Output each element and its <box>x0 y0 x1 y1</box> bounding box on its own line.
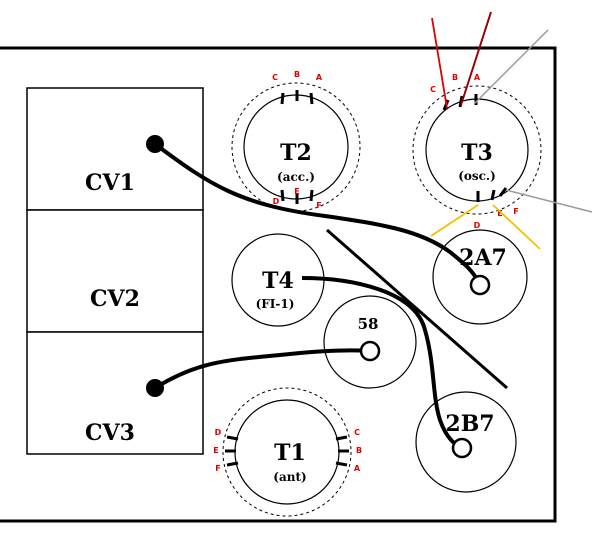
cv3-terminal <box>146 379 164 397</box>
chassis-outline <box>0 46 557 523</box>
t2-pin-e: E <box>294 187 299 196</box>
wire-darkred <box>460 11 492 106</box>
cv2-label: CV2 <box>90 286 140 312</box>
coil-t1: D E F C B A T1 (ant) <box>213 387 362 517</box>
cv3-label: CV3 <box>85 420 135 446</box>
capacitor-gang: CV1 CV2 CV3 <box>26 87 204 455</box>
t1-pin-e: E <box>213 446 218 455</box>
wire-yellow-right <box>492 204 541 250</box>
wire-yellow-left <box>430 204 479 237</box>
coil-t3: C B A D E F T3 (osc.) <box>412 73 542 230</box>
wire-red <box>431 17 448 109</box>
wire-gray-top <box>473 29 549 105</box>
t3-pin-d: D <box>474 221 481 230</box>
t1-sub: (ant) <box>273 470 306 484</box>
t2-name: T2 <box>280 140 312 166</box>
t1-pin-d: D <box>215 428 222 437</box>
shield-divider <box>326 228 508 390</box>
coil-t1-shield <box>222 387 352 517</box>
t1-name: T1 <box>274 440 306 466</box>
t2-pin-c: C <box>272 73 278 82</box>
cv3-section <box>26 331 204 455</box>
t1-pin-f: F <box>215 464 220 473</box>
t3-pin-b: B <box>452 73 458 82</box>
t2-pin-b: B <box>294 70 300 79</box>
coil-t3-shield <box>412 85 542 215</box>
t2-pin-f: F <box>316 201 321 210</box>
tube-2b7-label: 2B7 <box>445 411 494 437</box>
wire-cv1-to-2a7 <box>153 142 480 283</box>
tube-2a7-grid-cap <box>469 274 491 296</box>
cv2-section <box>26 209 204 333</box>
wire-cv3-to-58 <box>153 348 371 390</box>
wire-t4-to-2b7 <box>301 276 463 450</box>
tube-58-grid-cap <box>359 340 381 362</box>
coil-t4: T4 (FI-1) <box>231 233 325 327</box>
t3-sub: (osc.) <box>458 169 496 183</box>
t1-pin-c: C <box>354 428 360 437</box>
tube-2b7-grid-cap <box>451 437 473 459</box>
coil-t2-shield <box>231 82 361 212</box>
t4-name: T4 <box>262 268 294 294</box>
t1-pin-b: B <box>356 446 362 455</box>
cv1-label: CV1 <box>85 170 135 196</box>
t3-pin-c: C <box>430 85 436 94</box>
cv1-terminal <box>146 135 164 153</box>
t2-pin-d: D <box>273 197 280 206</box>
t2-pin-a: A <box>316 73 323 82</box>
wire-gray-right <box>505 189 593 213</box>
tube-58-label: 58 <box>358 315 379 333</box>
t1-pin-a: A <box>354 464 361 473</box>
t3-name: T3 <box>461 140 493 166</box>
t3-pin-a: A <box>474 73 481 82</box>
coil-t2: C B A D E F T2 (acc.) <box>231 70 361 212</box>
t2-sub: (acc.) <box>277 170 315 184</box>
t3-pin-f: F <box>513 207 518 216</box>
t3-pin-e: E <box>497 209 502 218</box>
t4-sub: (FI-1) <box>256 297 295 311</box>
